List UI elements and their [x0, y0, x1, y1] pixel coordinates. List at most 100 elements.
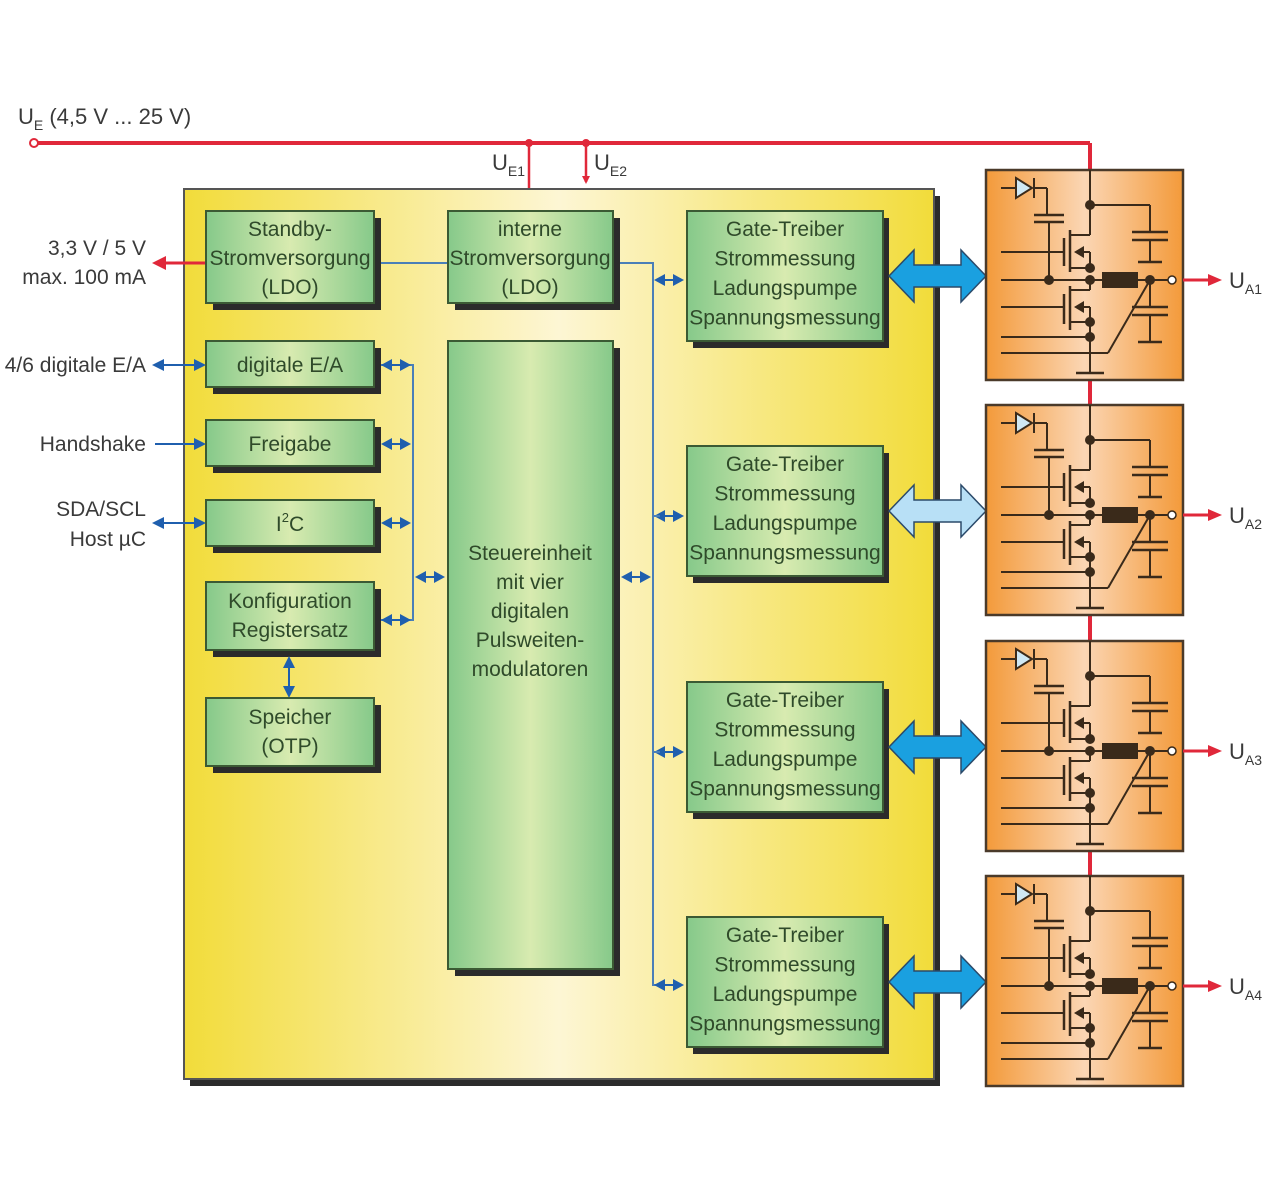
block-text: Speicher: [249, 706, 332, 729]
circuit-wire: [1107, 514, 1151, 589]
arrowhead: [381, 438, 392, 450]
block-text: Standby-: [248, 218, 332, 241]
arrowhead: [673, 510, 684, 522]
output-arrow-icon: [1208, 274, 1222, 286]
gate-driver-block: Gate-TreiberStrommessungLadungspumpeSpan…: [686, 210, 889, 348]
gate-driver-block: Gate-TreiberStrommessungLadungspumpeSpan…: [686, 445, 889, 583]
diode-icon: [1015, 647, 1034, 671]
output-label: UA1: [1229, 268, 1262, 297]
block-text: Strommessung: [714, 248, 855, 271]
mosfet-icon: [1074, 481, 1084, 493]
block-text: interne: [498, 218, 562, 241]
mosfet-icon: [1074, 536, 1084, 548]
circuit-wire: [1107, 279, 1151, 354]
handshake-label: Handshake: [40, 433, 146, 456]
power-stage-module: [984, 403, 1185, 617]
output-label: UA4: [1229, 974, 1262, 1003]
module-body: [984, 874, 1185, 1088]
mosfet-icon: [1074, 717, 1084, 729]
block-text: Ladungspumpe: [713, 748, 858, 771]
output-terminal: [1167, 275, 1177, 285]
arrowhead: [381, 614, 392, 626]
module-body: [984, 403, 1185, 617]
block-text: mit vier: [496, 571, 564, 594]
standby-out-arrow: [152, 256, 166, 270]
diode-icon: [1015, 411, 1034, 435]
supply-input-terminal: [29, 138, 39, 148]
arrowhead: [673, 979, 684, 991]
inductor-icon: [1102, 978, 1138, 994]
bidirectional-arrow-icon: [381, 359, 411, 371]
block-text: Stromversorgung: [449, 247, 610, 270]
block-internal-supply: interne Stromversorgung (LDO): [447, 210, 620, 310]
block-memory-otp: Speicher (OTP): [205, 697, 381, 773]
block-text: Freigabe: [249, 433, 332, 456]
output-label: UA2: [1229, 503, 1262, 532]
block-digital-io: digitale E/A: [205, 340, 381, 394]
arrowhead: [654, 979, 665, 991]
standby-output-label: 3,3 V / 5 V: [48, 237, 146, 260]
block-text: Spannungsmessung: [689, 778, 880, 801]
mosfet-icon: [1074, 952, 1084, 964]
inductor-icon: [1102, 507, 1138, 523]
bidirectional-arrow-icon: [381, 438, 411, 450]
arrowhead: [381, 517, 392, 529]
circuit-node: [1044, 981, 1054, 991]
diode-icon: [1015, 882, 1034, 906]
output-terminal: [1167, 510, 1177, 520]
circuit-node: [1085, 498, 1095, 508]
block-text: Pulsweiten-: [476, 629, 585, 652]
circuit-wire: [1107, 985, 1151, 1060]
block-text: (LDO): [501, 276, 558, 299]
block-text: Registersatz: [232, 619, 349, 642]
digital-io-label: 4/6 digitale E/A: [5, 354, 146, 377]
arrowhead: [673, 746, 684, 758]
bidirectional-arrow-icon: [415, 571, 445, 583]
block-text: Steuereinheit: [468, 542, 592, 565]
arrowhead: [400, 438, 411, 450]
arrowhead: [400, 614, 411, 626]
circuit-wire: [1107, 750, 1151, 825]
block-text: Konfiguration: [228, 590, 352, 613]
standby-current-label: max. 100 mA: [22, 266, 146, 289]
block-text: Ladungspumpe: [713, 277, 858, 300]
block-standby-supply: Standby- Stromversorgung (LDO): [205, 210, 381, 310]
module-body: [984, 168, 1185, 382]
block-text: Stromversorgung: [209, 247, 370, 270]
block-text: Spannungsmessung: [689, 542, 880, 565]
config-memory-link: [283, 656, 295, 698]
block-text: Ladungspumpe: [713, 983, 858, 1006]
block-text: Spannungsmessung: [689, 307, 880, 330]
block-text: Strommessung: [714, 483, 855, 506]
output-label: UA3: [1229, 739, 1262, 768]
mosfet-icon: [1074, 772, 1084, 784]
circuit-node: [1085, 263, 1095, 273]
arrowhead: [654, 274, 665, 286]
power-stage-module: [984, 874, 1185, 1088]
circuit-node: [1044, 746, 1054, 756]
block-config-registers: Konfiguration Registersatz: [205, 581, 381, 657]
block-text: I2C: [276, 510, 304, 536]
block-text: (OTP): [261, 735, 318, 758]
mosfet-icon: [1074, 301, 1084, 313]
block-body: [686, 210, 884, 342]
external-connections: [152, 256, 206, 529]
mosfet-icon: [1074, 246, 1084, 258]
block-body: [686, 681, 884, 813]
arrowhead: [400, 359, 411, 371]
block-text: digitale E/A: [237, 354, 343, 377]
ue1-label: UE1: [492, 150, 525, 179]
circuit-node: [1085, 969, 1095, 979]
output-arrow-icon: [1208, 745, 1222, 757]
mosfet-icon: [1074, 1007, 1084, 1019]
block-body: [686, 916, 884, 1048]
sda-scl-label: SDA/SCL: [56, 498, 146, 521]
power-stage-module: [984, 168, 1185, 382]
bidirectional-arrow-icon: [654, 274, 684, 286]
arrowhead: [673, 274, 684, 286]
gate-driver-block: Gate-TreiberStrommessungLadungspumpeSpan…: [686, 681, 889, 819]
inductor-icon: [1102, 272, 1138, 288]
block-text: digitalen: [491, 600, 569, 623]
block-text: Strommessung: [714, 954, 855, 977]
